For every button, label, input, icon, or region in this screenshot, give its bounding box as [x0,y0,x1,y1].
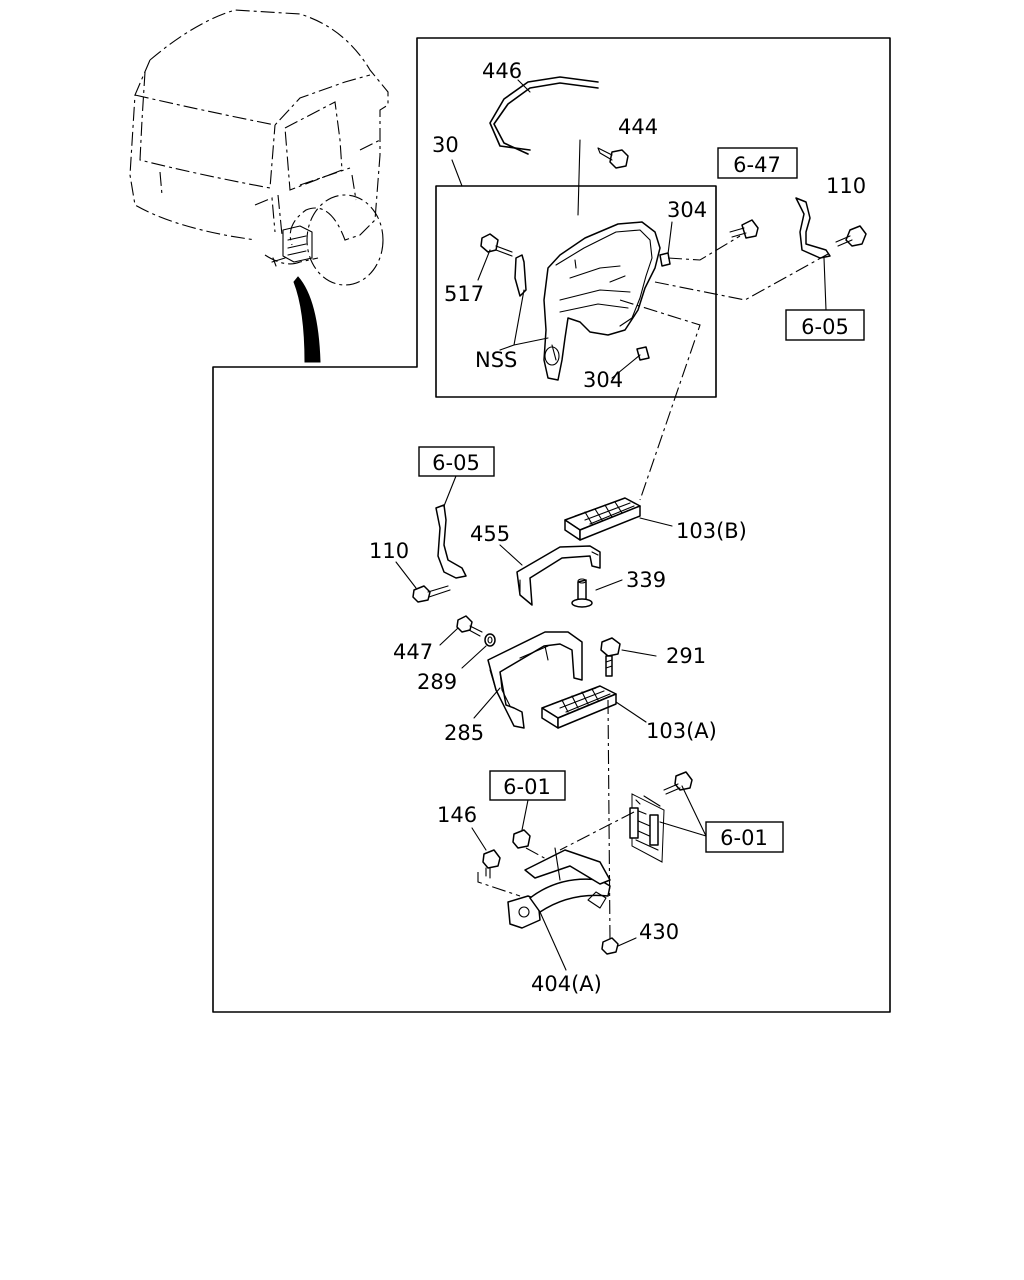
leader-605-upper [823,257,827,311]
part-601-bolt [663,771,693,795]
part-103a-step [541,685,617,729]
leader-304b [611,354,641,379]
callout-nss: NSS [475,348,517,372]
ref-box-601-right [705,821,784,853]
part-289-washer [484,633,496,647]
part-339-pin [571,578,593,608]
part-455-bracket [516,545,601,606]
part-304-clip-upper [659,252,671,267]
part-110-bolt-upper [835,225,867,247]
callout-444: 444 [618,115,658,139]
callout-339: 339 [626,568,666,592]
callout-110-mid: 110 [369,539,409,563]
diagram-frame [212,37,891,1013]
callout-446: 446 [482,59,522,83]
dashline-upper-2 [667,235,741,261]
ref-box-601-left [489,770,566,801]
part-601-plate [629,793,665,863]
callout-103a: 103(A) [646,719,717,743]
callout-447: 447 [393,640,433,664]
callout-285: 285 [444,721,484,745]
assembly-30-box [435,185,717,398]
callout-289: 289 [417,670,457,694]
part-601-nut [512,829,531,849]
ref-647: 6-47 [733,153,781,177]
callout-304-lower: 304 [583,368,623,392]
part-444-bolt [597,147,629,169]
ref-605-upper: 6-05 [801,315,849,339]
part-291-bolt [600,637,621,677]
callout-291: 291 [666,644,706,668]
part-103b-step [564,497,641,541]
part-430-nut [601,937,619,955]
leader-446 [517,79,531,93]
detail-arrow [293,276,321,363]
dashline-601-right [559,811,635,851]
part-605-bracket-mid [435,504,467,579]
leader-304a [667,221,673,255]
dashline-601-left [525,847,549,861]
leader-110-mid [395,561,417,589]
leader-601-left [521,799,529,831]
ref-601-right: 6-01 [720,826,768,850]
leader-103a [615,701,647,723]
part-304-clip-lower [636,346,650,361]
part-404a-bracket [507,847,611,929]
ref-601-left: 6-01 [503,775,551,799]
callout-517: 517 [444,282,484,306]
callout-404a: 404(A) [531,972,602,996]
dashline-upper-3 [619,299,701,501]
leader-430 [617,937,637,947]
part-605-bracket-upper [795,197,831,259]
ref-box-605-upper [785,309,865,341]
leader-404a [539,911,567,971]
part-447-bolt [456,615,483,637]
ref-box-605-mid [418,446,495,477]
part-517-bolt [480,233,527,297]
part-446-rod [489,76,599,155]
callout-103b: 103(B) [676,519,747,543]
leader-291 [621,649,657,657]
callout-455: 455 [470,522,510,546]
callout-430: 430 [639,920,679,944]
leader-nss [499,289,549,351]
leader-601-right [659,785,707,837]
callout-110-upper: 110 [826,174,866,198]
part-285-bracket [487,631,583,729]
callout-30: 30 [432,133,459,157]
part-146-bolt [482,849,501,879]
dashline-vertical [607,699,611,941]
ref-box-647 [717,147,798,179]
leader-285 [473,687,501,719]
callout-304-upper: 304 [667,198,707,222]
leader-289 [461,645,487,669]
leader-447 [439,627,459,646]
leader-30 [451,159,463,187]
leader-146 [471,827,487,851]
dashline-upper-1 [654,253,829,301]
dashline-146 [477,872,521,897]
part-110-bolt-mid [412,585,451,603]
callout-146: 146 [437,803,477,827]
leader-517 [477,249,491,281]
leader-339 [595,579,623,591]
part-30-step-bracket [543,139,661,381]
leader-103b [639,517,673,527]
ref-605-mid: 6-05 [432,451,480,475]
leader-605-mid [443,475,457,507]
part-647-bolt [729,219,759,239]
truck-cab-outline [129,9,389,286]
leader-455 [499,544,523,566]
